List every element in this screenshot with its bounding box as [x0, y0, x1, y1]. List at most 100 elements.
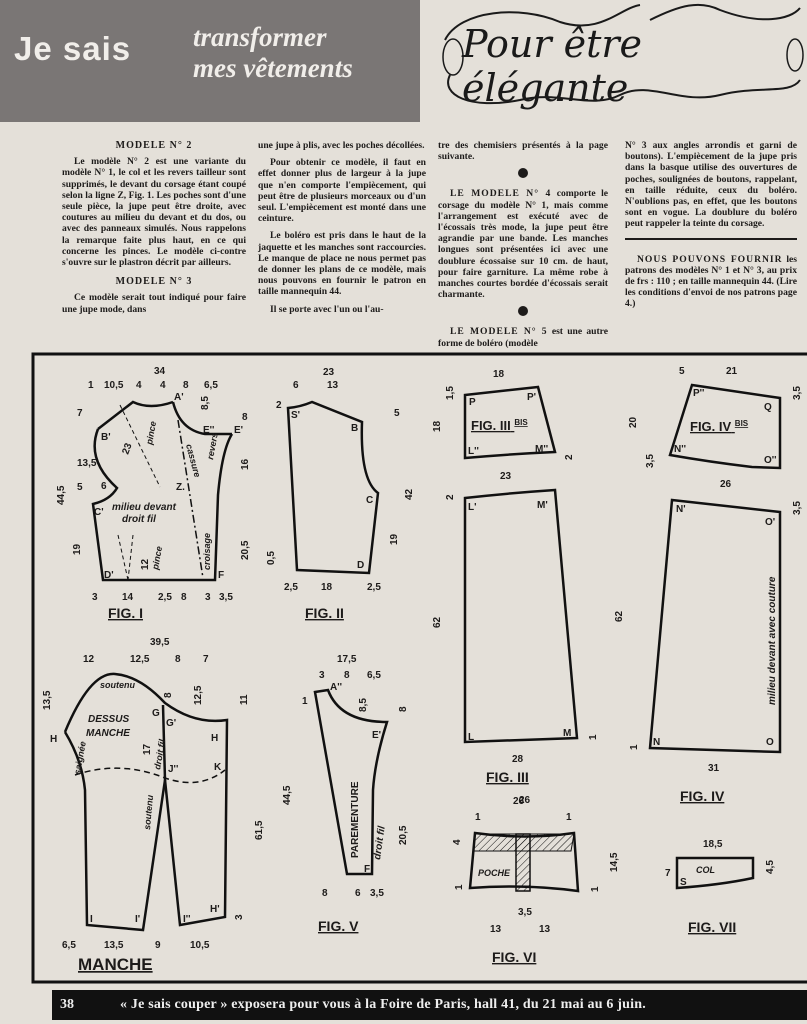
header-subtitle-line1: transformer: [193, 22, 327, 52]
dim: 1: [454, 884, 465, 890]
point-label: L'': [468, 446, 479, 457]
dim: 2: [276, 400, 282, 411]
point-label: S': [291, 410, 300, 421]
dim: 3,5: [370, 888, 384, 899]
dim: 6,5: [62, 940, 76, 951]
heading-modele-2: MODELE N° 2: [115, 140, 193, 151]
dim: 10,5: [190, 940, 210, 951]
dim: 26: [519, 795, 531, 806]
dim: 2,5: [284, 582, 298, 593]
dim: 4: [452, 839, 463, 845]
dim: 19: [389, 533, 400, 545]
paragraph: LE MODELE N° 4 comporte le corsage du mo…: [438, 188, 608, 300]
point-label: E': [372, 730, 381, 741]
dim: 11: [239, 694, 250, 705]
dim: 5: [679, 366, 685, 377]
paragraph-text: comporte le corsage du modèle N° 1, mais…: [438, 188, 608, 301]
dim: 6,5: [367, 670, 381, 681]
dim: 42: [404, 488, 415, 500]
text-column-2: une jupe à plis, avec les poches décollé…: [258, 140, 426, 321]
text-column-1: MODELE N° 2 Le modèle N° 2 est une varia…: [62, 140, 246, 321]
paragraph: Pour obtenir ce modèle, il faut en effet…: [258, 157, 426, 225]
figure-title: MANCHE: [78, 955, 153, 974]
header-title-pour-etre-elegante: Pour être élégante: [462, 22, 643, 110]
point-label: M: [563, 728, 571, 739]
figure-title: FIG. IV BIS: [690, 419, 749, 434]
dim: 7: [665, 868, 671, 879]
point-label: G': [166, 718, 176, 729]
dim: 3: [234, 914, 245, 920]
fig5-facing: [313, 688, 389, 876]
dim: 1,5: [445, 386, 456, 400]
fig4-labels: 5 21 3,5 20 3,5 26 P'' Q N'' O'' FIG. IV…: [614, 366, 803, 804]
dim: 8: [242, 412, 248, 423]
dim: 20,5: [240, 540, 251, 560]
diagram-frame: [31, 352, 807, 984]
dim: 18,5: [703, 839, 723, 850]
dim: 4: [160, 380, 166, 391]
note: saignée: [72, 741, 88, 776]
dim: 21: [726, 366, 738, 377]
figure-title: FIG. III: [486, 769, 529, 785]
point-label: P'': [693, 388, 704, 399]
note: MANCHE: [86, 728, 130, 739]
dim: 3,5: [792, 386, 803, 400]
calligraphic-flourish: [442, 3, 804, 105]
dim: 39,5: [150, 637, 170, 648]
point-label: C: [366, 495, 373, 506]
fig1-labels: 34 1 10,5 4 4 8 6,5 7 13,5 44,5 6 5 19 2…: [56, 366, 251, 621]
point-label: B: [351, 423, 358, 434]
dim: 3,5: [518, 907, 532, 918]
point-label: K: [214, 762, 222, 773]
point-label: Z.: [176, 482, 185, 493]
dim: 16: [240, 458, 251, 470]
bullet-separator: [518, 306, 528, 317]
dim: 8,5: [200, 396, 211, 410]
dim: 20,5: [398, 825, 409, 845]
fig2-back-bodice: [286, 400, 380, 575]
fig6-labels: 26 1 1 4 14,5 1 1 3,5 13 13 POCHE FIG. V…: [452, 795, 620, 965]
dim: 3,5: [792, 501, 803, 515]
dim: 17,5: [337, 654, 357, 665]
bullet-separator: [518, 168, 528, 179]
dim: 12: [83, 654, 95, 665]
dim: 2: [564, 454, 575, 460]
dim: 3,5: [645, 454, 656, 468]
paragraph: une jupe à plis, avec les poches décollé…: [258, 140, 425, 151]
dim: 6,5: [204, 380, 218, 391]
point-label: G: [152, 708, 160, 719]
note: PAREMENTURE: [350, 781, 361, 858]
dim: 1: [629, 744, 640, 750]
dim: 7: [203, 654, 209, 665]
note: POCHE: [478, 868, 511, 878]
heading-modele-3: MODELE N° 3: [115, 276, 193, 288]
dim: 1: [475, 812, 481, 823]
header-title-je-sais: Je sais: [14, 30, 132, 67]
note: pince: [150, 545, 164, 571]
note: COL: [696, 865, 715, 875]
dim: 2: [445, 494, 456, 500]
fig2-labels: 23 6 13 2 5 42 19 0,5 2,5 18 2,5 S' B C …: [266, 367, 415, 621]
point-label: A': [174, 392, 184, 403]
dim: 3: [205, 592, 211, 603]
dim: 5: [77, 482, 83, 493]
note: soutenu: [100, 680, 136, 690]
dim: 4: [136, 380, 142, 391]
dim: 4,5: [765, 860, 776, 874]
dim: 44,5: [282, 785, 293, 805]
dim: 3: [319, 670, 325, 681]
figure-title: FIG. I: [108, 605, 143, 621]
divider: [625, 237, 797, 240]
point-label: F: [218, 570, 224, 581]
dim: 14: [122, 592, 134, 603]
dim: 1: [302, 696, 308, 707]
point-label: O': [765, 517, 775, 528]
note: droit fil: [122, 514, 156, 525]
paragraph: Le boléro est pris dans le haut de la ja…: [258, 230, 426, 298]
note: milieu devant: [112, 502, 177, 513]
fig3-skirt: [463, 385, 579, 744]
point-label: L: [468, 732, 474, 743]
figure-title: FIG. III BIS: [471, 418, 528, 433]
point-label: P: [469, 397, 476, 408]
